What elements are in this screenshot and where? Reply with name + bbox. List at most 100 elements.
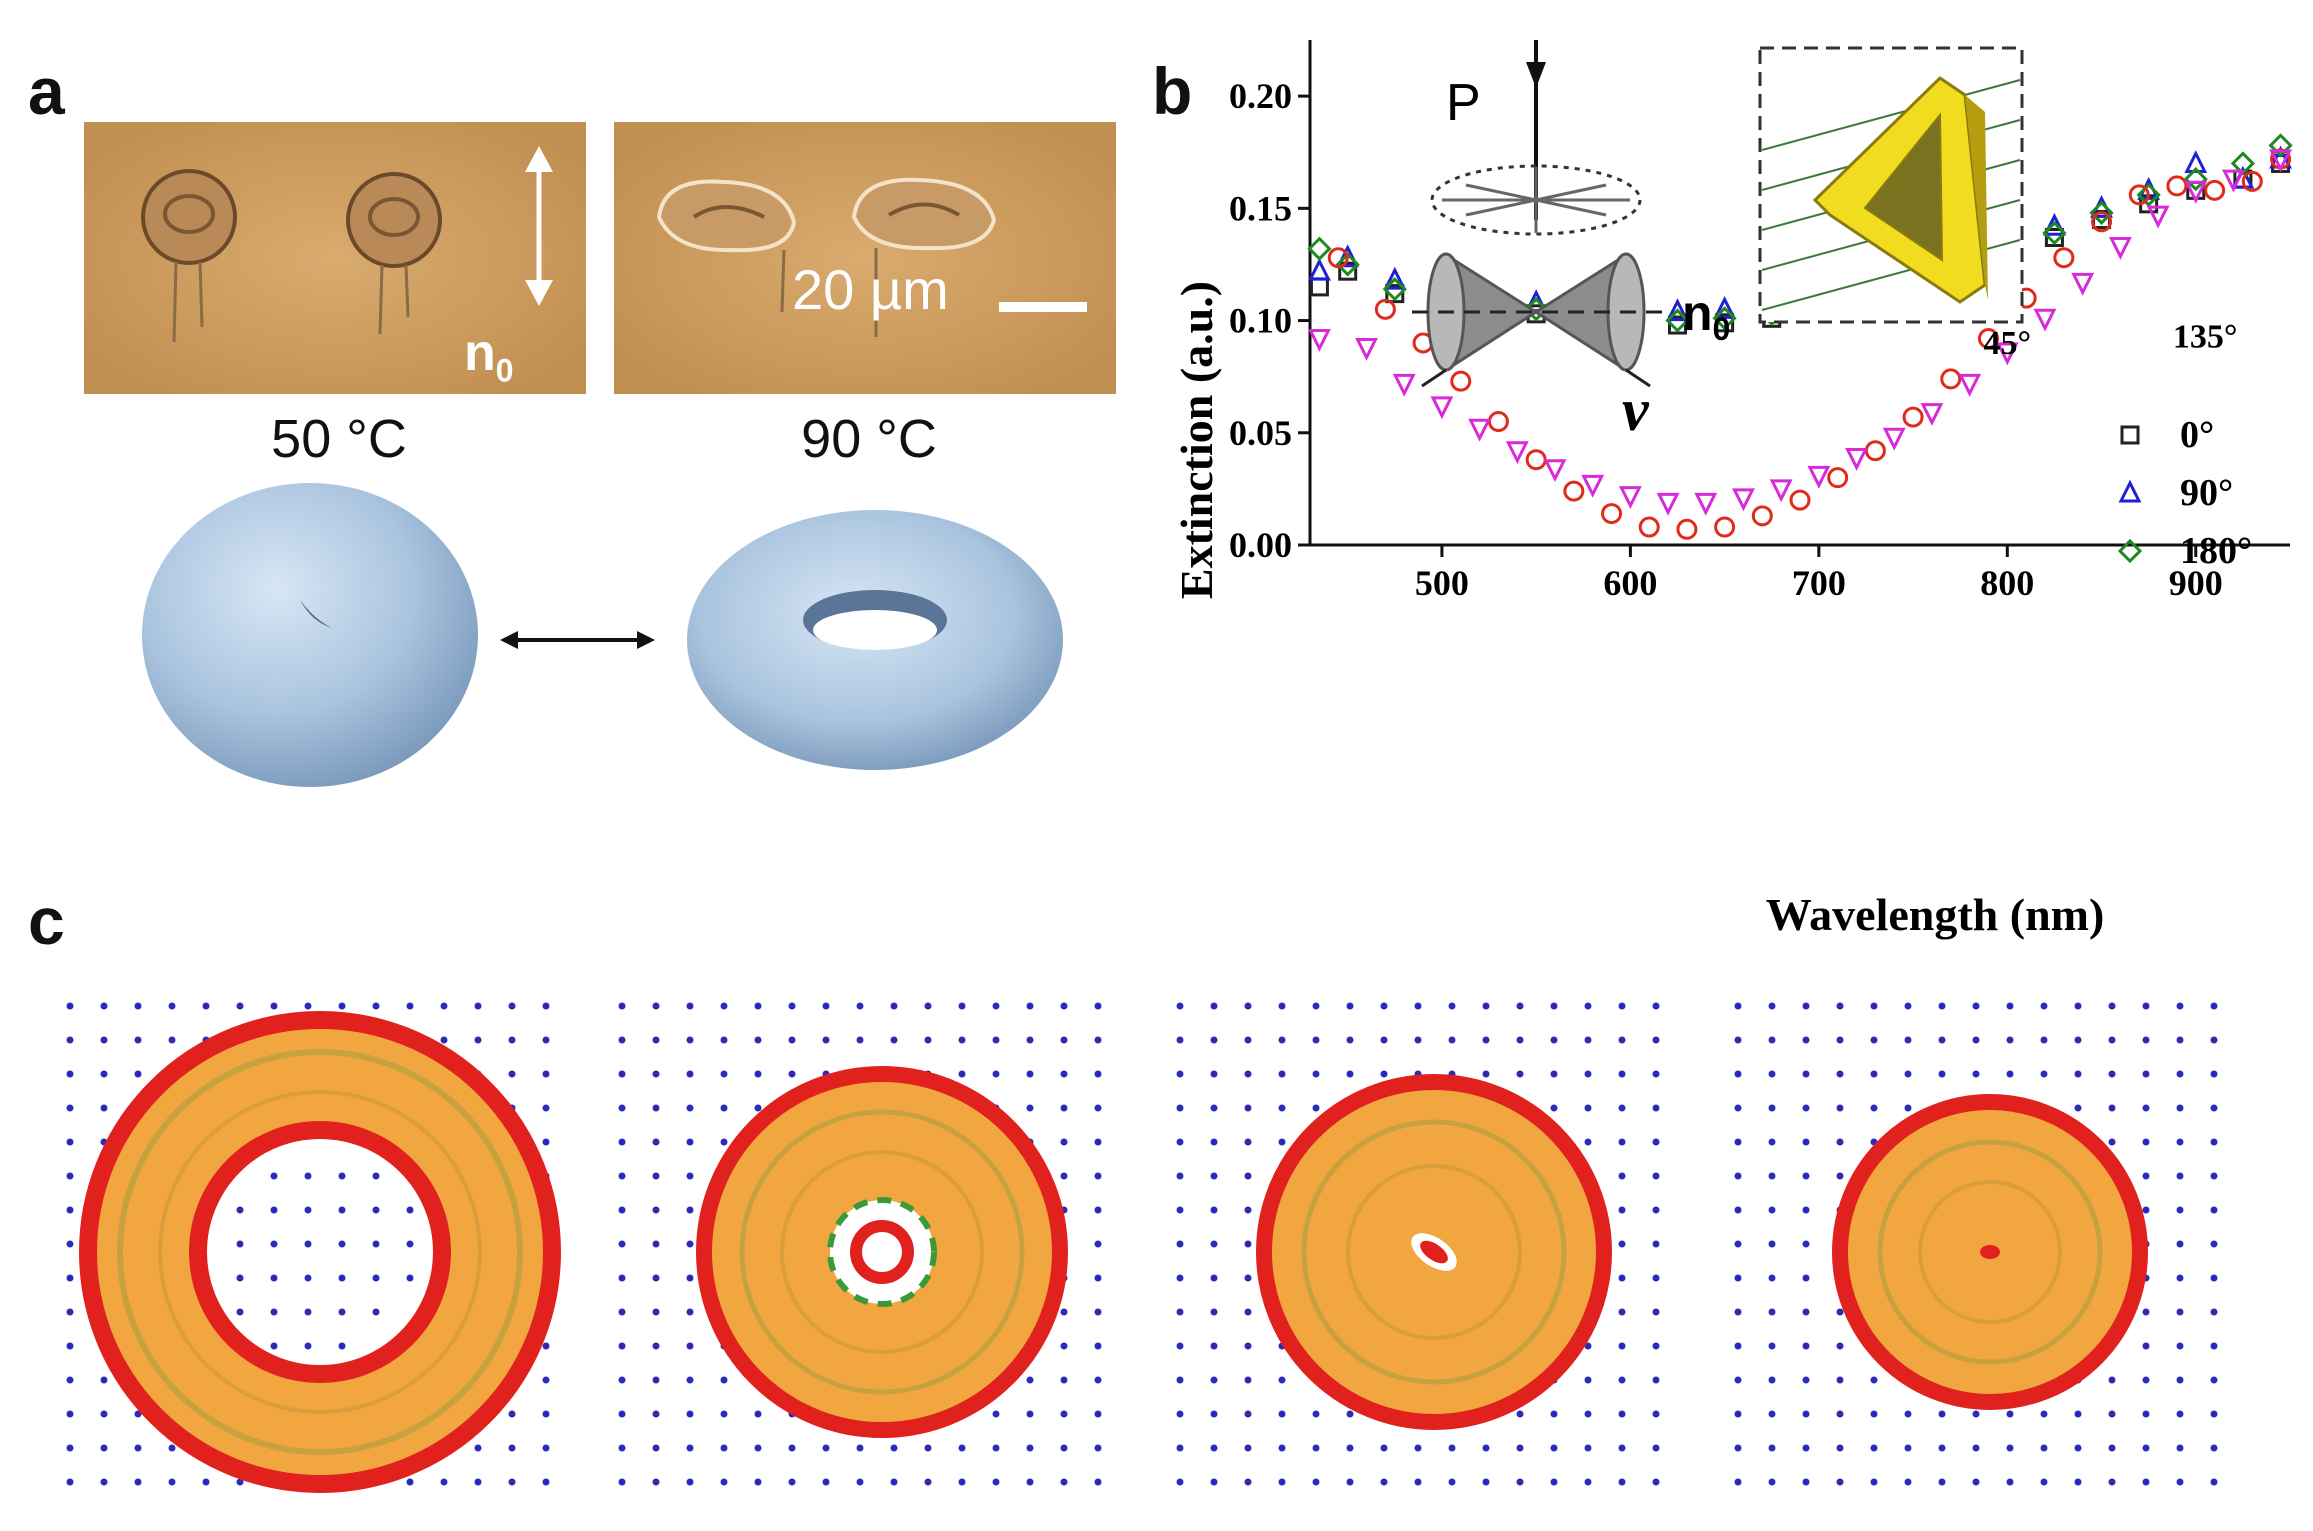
data-point (1665, 308, 1690, 333)
grid-dot (1278, 1070, 1286, 1078)
grid-dot (1094, 1376, 1102, 1384)
grid-dot (1210, 1444, 1218, 1452)
grid-dot (1972, 1002, 1980, 1010)
grid-dot (270, 1274, 278, 1282)
grid-dot (1176, 1240, 1184, 1248)
grid-dot (1094, 1104, 1102, 1112)
y-tick-label: 0.20 (1229, 76, 1292, 116)
grid-dot (856, 1478, 864, 1486)
grid-dot (2210, 1036, 2218, 1044)
grid-dot (686, 1104, 694, 1112)
grid-dot (1652, 1308, 1660, 1316)
grid-dot (1870, 1478, 1878, 1486)
grid-dot (1094, 1444, 1102, 1452)
grid-dot (618, 1342, 626, 1350)
grid-dot (686, 1342, 694, 1350)
grid-dot (1734, 1478, 1742, 1486)
grid-dot (1516, 1002, 1524, 1010)
grid-dot (754, 1478, 762, 1486)
grid-dot (304, 1342, 312, 1350)
grid-dot (1652, 1172, 1660, 1180)
grid-dot (2142, 1070, 2150, 1078)
grid-dot (1312, 1070, 1320, 1078)
grid-dot (2176, 1410, 2184, 1418)
grid-dot (270, 1206, 278, 1214)
grid-dot (1210, 1104, 1218, 1112)
grid-dot (2210, 1002, 2218, 1010)
grid-dot (1584, 1070, 1592, 1078)
grid-dot (686, 1138, 694, 1146)
grid-dot (1768, 1444, 1776, 1452)
grid-dot (2142, 1104, 2150, 1112)
grid-dot (1346, 1036, 1354, 1044)
grid-dot (618, 1410, 626, 1418)
grid-dot (1870, 1104, 1878, 1112)
grid-dot (1176, 1478, 1184, 1486)
grid-dot (1938, 1070, 1946, 1078)
grid-dot (890, 1036, 898, 1044)
data-point (1374, 298, 1396, 320)
grid-dot (1210, 1036, 1218, 1044)
grid-dot (2176, 1478, 2184, 1486)
grid-dot (1346, 1444, 1354, 1452)
grid-dot (1618, 1138, 1626, 1146)
data-point (2128, 184, 2150, 206)
grid-dot (542, 1070, 550, 1078)
grid-dot (100, 1444, 108, 1452)
grid-dot (372, 1274, 380, 1282)
grid-dot (474, 1444, 482, 1452)
grid-dot (1652, 1342, 1660, 1350)
grid-dot (372, 1240, 380, 1248)
grid-dot (236, 1240, 244, 1248)
double-arrow-icon (500, 631, 655, 649)
grid-dot (1026, 1478, 1034, 1486)
grid-dot (1482, 1002, 1490, 1010)
grid-dot (822, 1002, 830, 1010)
data-point (1920, 403, 1944, 426)
grid-dot (1618, 1342, 1626, 1350)
torus-shape (687, 510, 1063, 770)
grid-dot (508, 1478, 516, 1486)
grid-dot (890, 1444, 898, 1452)
grid-dot (2142, 1002, 2150, 1010)
grid-dot (1904, 1036, 1912, 1044)
data-point (2146, 205, 2170, 229)
grid-dot (1836, 1070, 1844, 1078)
grid-dot (100, 1376, 108, 1384)
grid-dot (2142, 1410, 2150, 1418)
legend-marker (2120, 425, 2140, 445)
grid-dot (236, 1274, 244, 1282)
grid-dot (1618, 1240, 1626, 1248)
grid-dot (686, 1002, 694, 1010)
grid-dot (1734, 1240, 1742, 1248)
grid-dot (788, 1070, 796, 1078)
grid-dot (1802, 1036, 1810, 1044)
data-point (2071, 272, 2095, 296)
grid-dot (1278, 1376, 1286, 1384)
series-3 (1327, 148, 2292, 540)
grid-dot (1904, 1104, 1912, 1112)
grid-dot (1768, 1308, 1776, 1316)
grid-dot (720, 1104, 728, 1112)
grid-dot (2108, 1002, 2116, 1010)
grid-dot (1836, 1478, 1844, 1486)
grid-dot (1652, 1444, 1660, 1452)
grid-dot (652, 1478, 660, 1486)
grid-dot (2176, 1206, 2184, 1214)
grid-dot (856, 1002, 864, 1010)
grid-dot (652, 1240, 660, 1248)
grid-dot (406, 1002, 414, 1010)
grid-dot (1768, 1240, 1776, 1248)
grid-dot (1094, 1206, 1102, 1214)
grid-dot (338, 1206, 346, 1214)
grid-dot (2176, 1376, 2184, 1384)
grid-dot (1584, 1138, 1592, 1146)
grid-dot (1278, 1002, 1286, 1010)
x-axis-label: Wavelength (nm) (1766, 889, 2105, 940)
data-point (1543, 459, 1567, 483)
data-point (1668, 315, 1687, 335)
data-point (1845, 447, 1868, 471)
data-point (1676, 518, 1698, 540)
grid-dot (2006, 1410, 2014, 1418)
temperature-label-90c: 90 °C (801, 409, 937, 469)
